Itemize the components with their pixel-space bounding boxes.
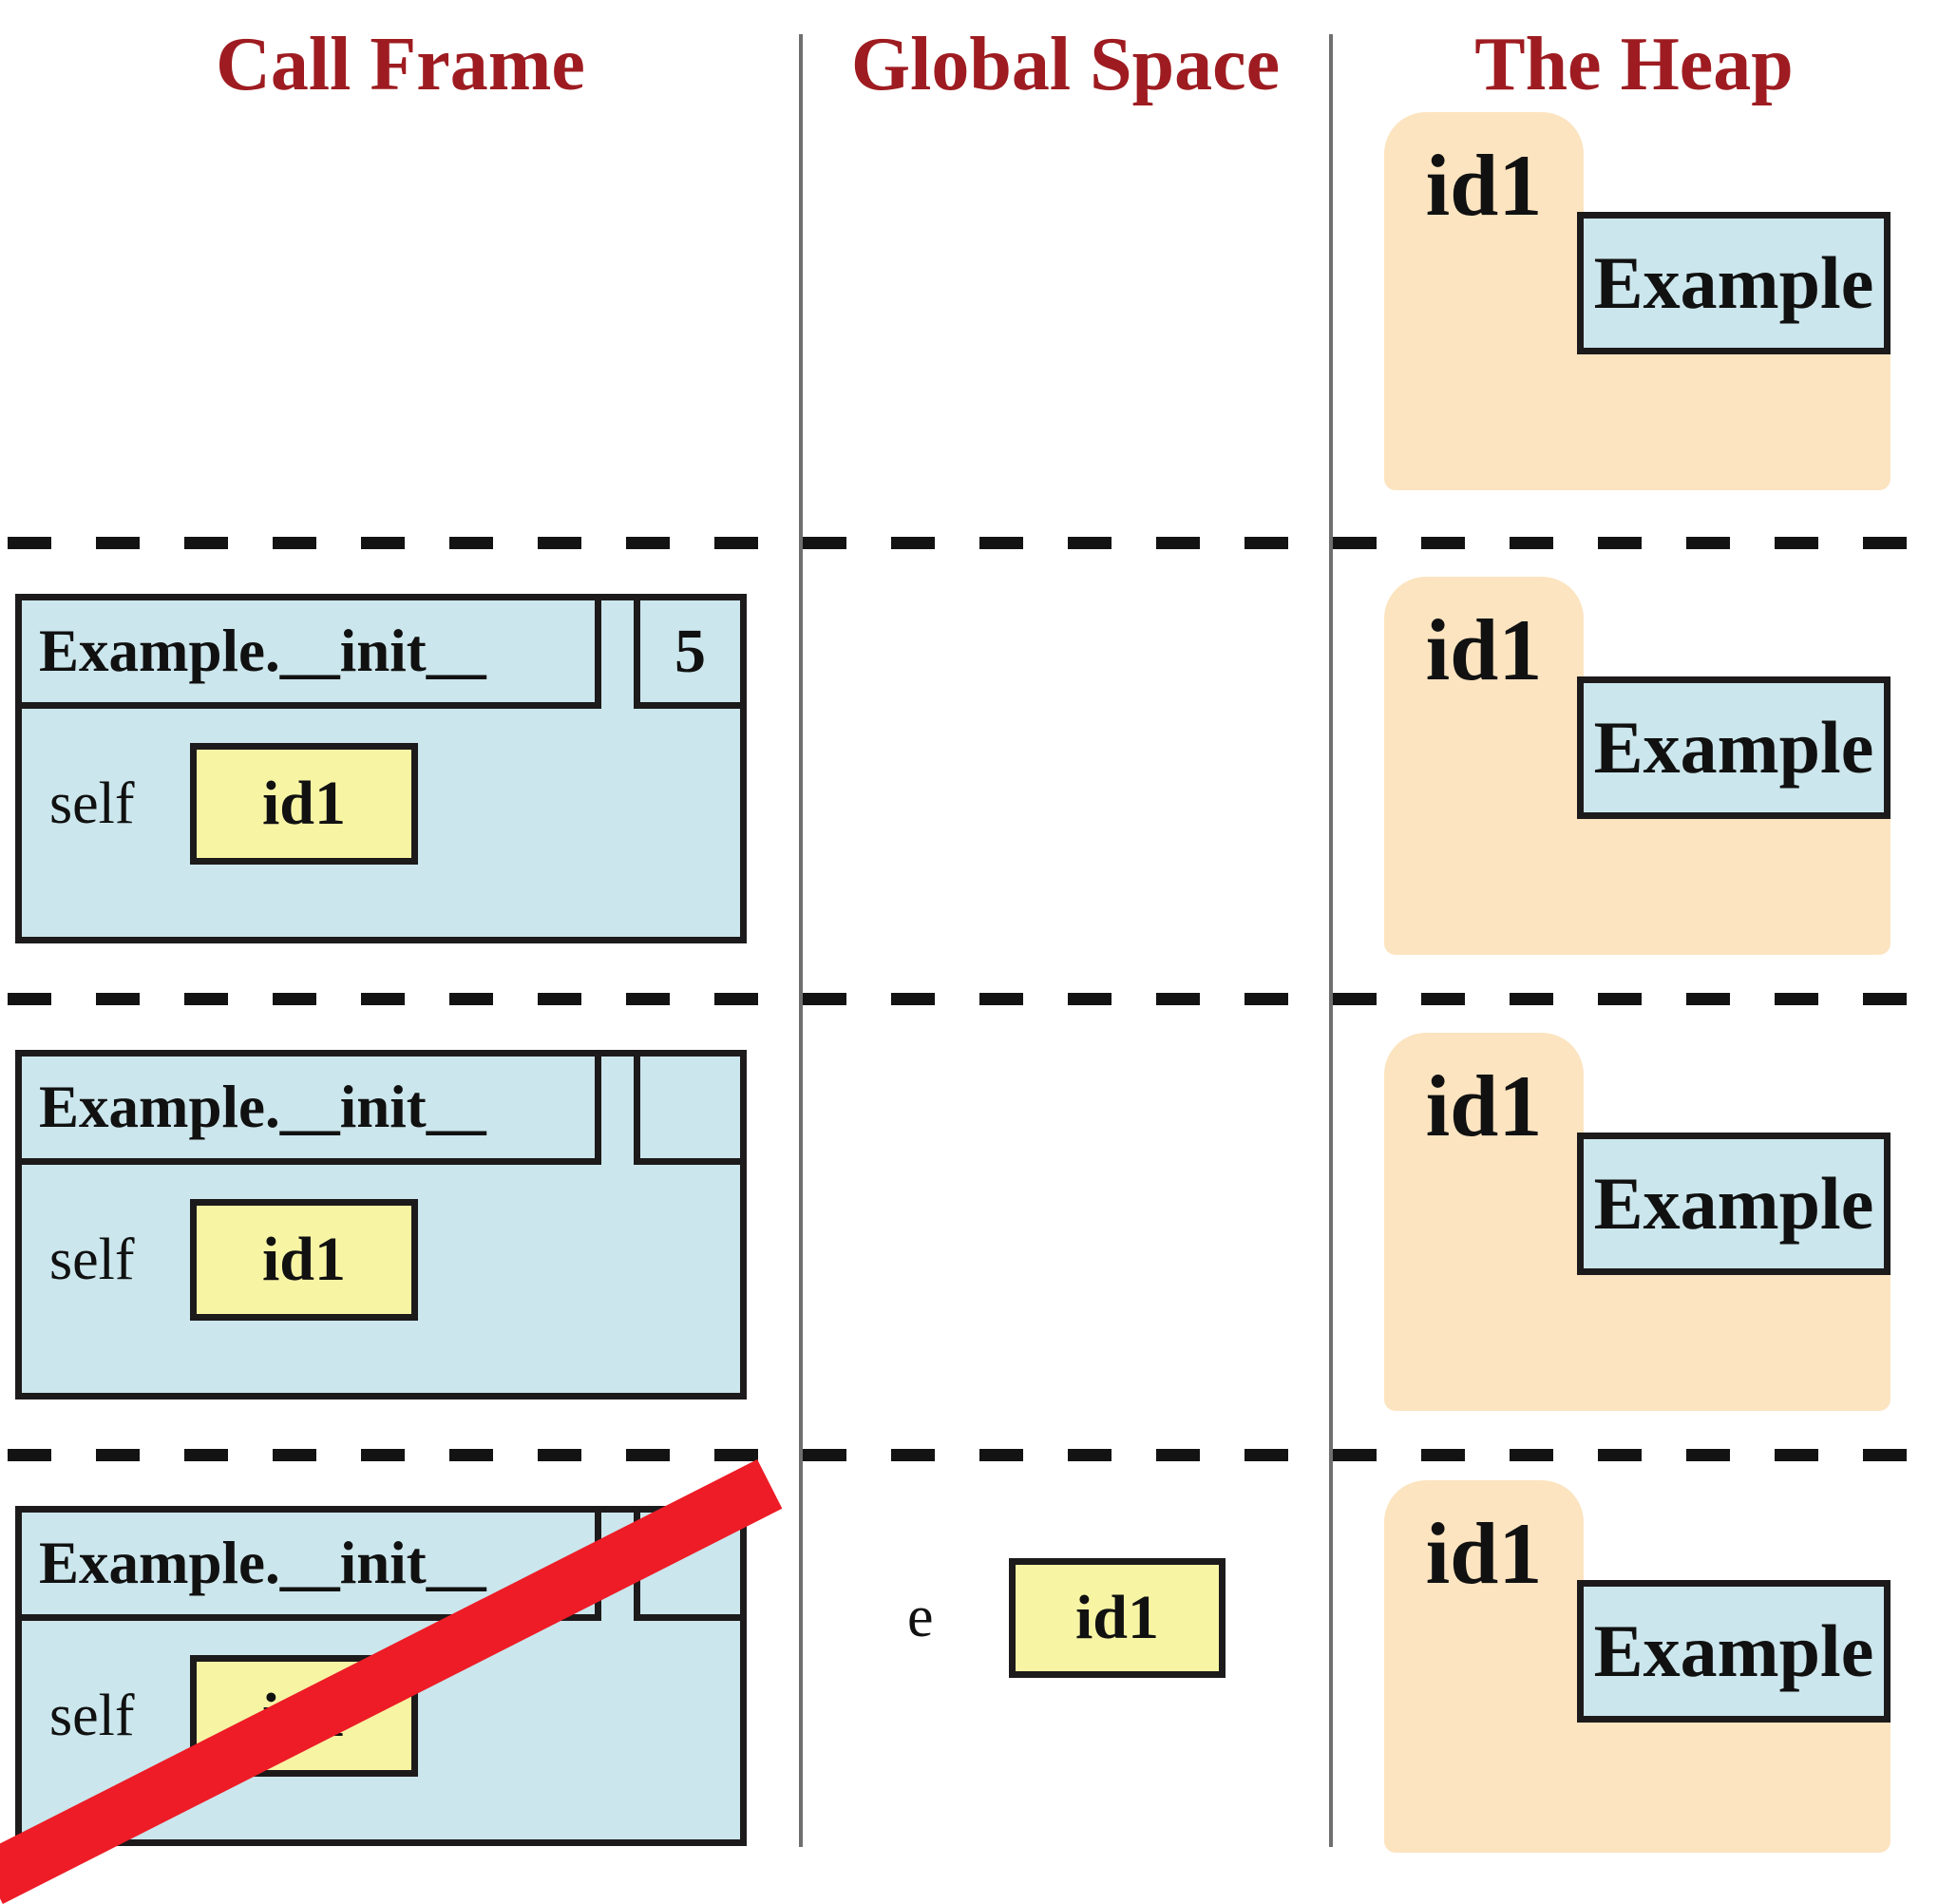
heap-folder-id-label: id1	[1425, 137, 1543, 234]
heap-folder-id-label: id1	[1425, 1505, 1543, 1602]
heap-folder-id-label: id1	[1425, 1057, 1543, 1154]
global-variable-value-box: id1	[1009, 1558, 1226, 1678]
heap-folder-tab	[1384, 577, 1584, 729]
heap-folder-tab	[1384, 112, 1584, 264]
frame-variable-name: self	[49, 1227, 135, 1292]
heap-object-class-box: Example	[1577, 212, 1890, 354]
heap-object-class-box: Example	[1577, 1133, 1890, 1275]
column-divider-right	[1329, 34, 1333, 1847]
row-separator-2	[0, 993, 1938, 1005]
heap-column-header: The Heap	[1474, 23, 1794, 106]
row-separator-1	[0, 537, 1938, 549]
call-frame-column-header: Call Frame	[216, 23, 585, 106]
heap-object-class-box: Example	[1577, 676, 1890, 819]
heap-folder-tab	[1384, 1480, 1584, 1632]
frame-function-name: Example.__init__	[22, 1057, 601, 1165]
frame-variable-name: self	[49, 771, 135, 836]
heap-object-class-box: Example	[1577, 1580, 1890, 1723]
call-frame-box: Example.__init__ 5	[15, 594, 747, 943]
frame-program-counter: 5	[634, 600, 740, 709]
column-divider-left	[799, 34, 803, 1847]
frame-variable-name: self	[49, 1683, 135, 1748]
frame-program-counter	[634, 1057, 740, 1165]
frame-function-name: Example.__init__	[22, 1513, 601, 1621]
heap-folder-id-label: id1	[1425, 601, 1543, 698]
frame-variable-value-box: id1	[190, 743, 418, 865]
heap-folder-tab	[1384, 1033, 1584, 1185]
global-variable-name: e	[907, 1584, 934, 1649]
frame-variable-value-box: id1	[190, 1199, 418, 1321]
frame-function-name: Example.__init__	[22, 600, 601, 709]
global-space-column-header: Global Space	[850, 23, 1281, 106]
row-separator-3	[0, 1449, 1938, 1461]
